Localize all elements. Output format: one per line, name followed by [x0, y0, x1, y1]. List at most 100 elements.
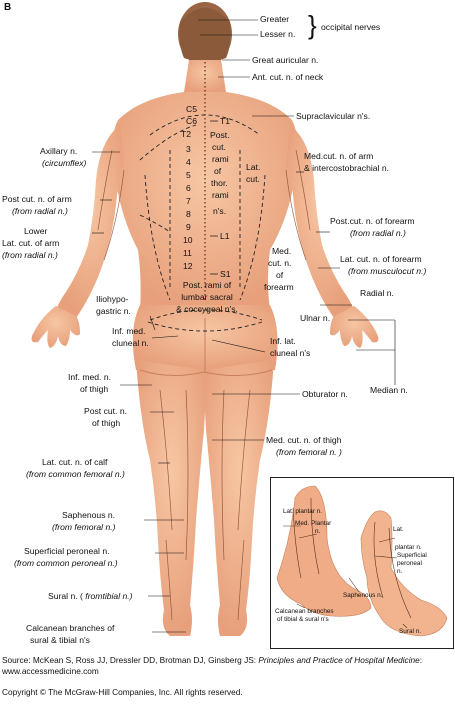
label-post-cut-arm-sub: (from radial n.): [12, 206, 68, 216]
inset-calcanean-2: of tibial & sural n's: [277, 616, 329, 623]
label-supraclavicular: Supraclavicular n's.: [296, 111, 371, 121]
label-post-cut-thigh-1: Post cut. n.: [84, 406, 127, 416]
label-radial: Radial n.: [360, 288, 394, 298]
copyright-line: Copyright © The McGraw-Hill Companies, I…: [2, 687, 243, 697]
label-8: 8: [186, 209, 191, 219]
dermatome-figure: B Greater Lesser n. } occipital nerves G…: [2, 2, 454, 649]
label-med-cut-forearm-3: of: [276, 270, 284, 280]
label-c5: C5: [186, 104, 197, 114]
label-4: 4: [186, 157, 191, 167]
label-post-cut-rami-6: rami: [212, 190, 229, 200]
label-post-cut-rami-3: rami: [212, 154, 229, 164]
label-sural-main: Sural n. (: [48, 591, 83, 601]
foot-inset: Lat. plantar n. Med. Plantar n. Lat. pla…: [270, 477, 454, 649]
label-med-cut-thigh-sub: (from femoral n. ): [276, 447, 342, 457]
feet-illustration: [276, 485, 448, 637]
label-post-rami-lumbar-1: Post. rami of: [182, 280, 232, 290]
figure-footer: Source: McKean S, Ross JJ, Dressler DD, …: [2, 655, 454, 698]
label-med-cut-forearm-2: cut. n.: [268, 258, 292, 268]
label-ulnar: Ulnar n.: [300, 313, 331, 323]
inset-saphenous: Saphenous n.: [343, 592, 383, 599]
left-leg: [136, 360, 206, 636]
label-post-cut-rami-1: Post.: [210, 130, 230, 140]
label-lat-cut-forearm-sub: (from musculocut n.): [348, 266, 427, 276]
label-inf-med-cluneal-1: Inf. med.: [112, 326, 146, 336]
label-lat-cut-arm: Lat. cut. of arm: [2, 238, 60, 248]
label-10: 10: [183, 235, 193, 245]
label-axillary-sub: (circumflex): [42, 158, 87, 168]
label-post-cut-thigh-2: of thigh: [92, 418, 121, 428]
label-inf-med-cluneal-2: cluneal n.: [112, 338, 149, 348]
foot-left: [276, 485, 372, 617]
label-post-cut-forearm: Post.cut. n. of forearm: [330, 216, 415, 226]
label-post-rami-lumbar-2: lumbar sacral: [181, 292, 233, 302]
label-lat-cut-1: Lat.: [246, 162, 261, 172]
label-l1: L1: [220, 231, 230, 241]
label-post-cut-arm: Post cut. n. of arm: [2, 194, 72, 204]
inset-superficial-1: Superficial: [397, 552, 427, 559]
label-inf-med-thigh-1: Inf. med. n.: [68, 372, 111, 382]
label-obturator: Obturator n.: [302, 389, 348, 399]
label-saphenous: Saphenous n.: [62, 510, 116, 520]
inset-superficial-2: peroneal: [397, 560, 422, 567]
label-post-cut-rami-4: of: [214, 166, 222, 176]
brace-icon: }: [308, 10, 317, 40]
label-occipital-nerves: occipital nerves: [321, 22, 381, 32]
label-lat-cut-forearm: Lat. cut. n. of forearm: [340, 254, 422, 264]
inset-lat-plantar-r-1: Lat.: [393, 526, 404, 533]
label-t1: T1: [220, 116, 231, 126]
label-med-cut-thigh: Med. cut. n. of thigh: [266, 435, 342, 445]
source-title: Principles and Practice of Hospital Medi…: [258, 655, 420, 665]
body-illustration: [31, 2, 396, 636]
inset-med-plantar-2: n.: [315, 528, 321, 535]
label-calcanean-2: sural & tibial n's: [30, 635, 90, 645]
label-sural: Sural n. ( fromtibial n.): [48, 591, 133, 601]
label-t2: T2: [181, 129, 192, 139]
label-lat-cut-calf-sub: (from common femoral n.): [26, 469, 125, 479]
label-post-rami-lumbar-3: & coccygeal n's.: [176, 304, 238, 314]
label-lat-cut-calf: Lat. cut. n. of calf: [42, 457, 108, 467]
label-inf-lat-cluneal-2: cluneal n's: [270, 348, 311, 358]
source-suffix: : www.accessmedicine.com: [2, 655, 423, 676]
source-line: Source: McKean S, Ross JJ, Dressler DD, …: [2, 655, 454, 677]
label-12: 12: [183, 261, 193, 271]
label-calcanean-1: Calcanean branches of: [26, 623, 115, 633]
torso: [112, 92, 298, 310]
right-leg: [204, 360, 274, 636]
label-c6: C6: [186, 116, 197, 126]
inset-med-plantar-1: Med. Plantar: [295, 520, 332, 527]
inset-calcanean-1: Calcanean branches: [275, 608, 334, 615]
label-lat-cut-2: cut.: [246, 174, 260, 184]
left-arm: [56, 125, 124, 318]
label-3: 3: [186, 144, 191, 154]
label-med-cut-forearm-1: Med.: [272, 246, 292, 256]
label-lower: Lower: [24, 226, 48, 236]
label-sural-sub: fromtibial n.): [82, 591, 133, 601]
label-great-auricular: Great auricular n.: [252, 55, 319, 65]
label-11: 11: [183, 248, 192, 258]
source-prefix: Source: McKean S, Ross JJ, Dressler DD, …: [2, 655, 259, 665]
label-6: 6: [186, 183, 191, 193]
label-post-cut-forearm-sub: (from radial n.): [350, 228, 406, 238]
label-greater: Greater: [260, 14, 290, 24]
label-iliohypogastric-1: Iliohypo-: [96, 294, 129, 304]
label-axillary: Axillary n.: [40, 146, 78, 156]
label-inf-med-thigh-2: of thigh: [80, 384, 109, 394]
label-superficial-peroneal-sub: (from common peroneal n.): [14, 558, 118, 568]
label-med-cut-forearm-4: forearm: [264, 282, 294, 292]
neck: [184, 60, 226, 92]
label-median: Median n.: [370, 385, 408, 395]
label-lat-cut-arm-sub: (from radial n.): [2, 250, 58, 260]
label-ant-cut-neck: Ant. cut. n. of neck: [252, 72, 324, 82]
inset-lat-plantar-r-2: plantar n.: [395, 544, 422, 551]
panel-letter: B: [4, 2, 12, 13]
label-7: 7: [186, 196, 191, 206]
label-lesser: Lesser n.: [260, 29, 296, 39]
label-post-cut-rami-5: thor.: [211, 178, 228, 188]
inset-sural: Sural n.: [399, 628, 422, 635]
label-iliohypogastric-2: gastric n.: [96, 306, 131, 316]
label-inf-lat-cluneal-1: Inf. lat.: [270, 336, 296, 346]
right-arm: [286, 125, 354, 318]
label-5: 5: [186, 170, 191, 180]
label-s1: S1: [220, 269, 231, 279]
